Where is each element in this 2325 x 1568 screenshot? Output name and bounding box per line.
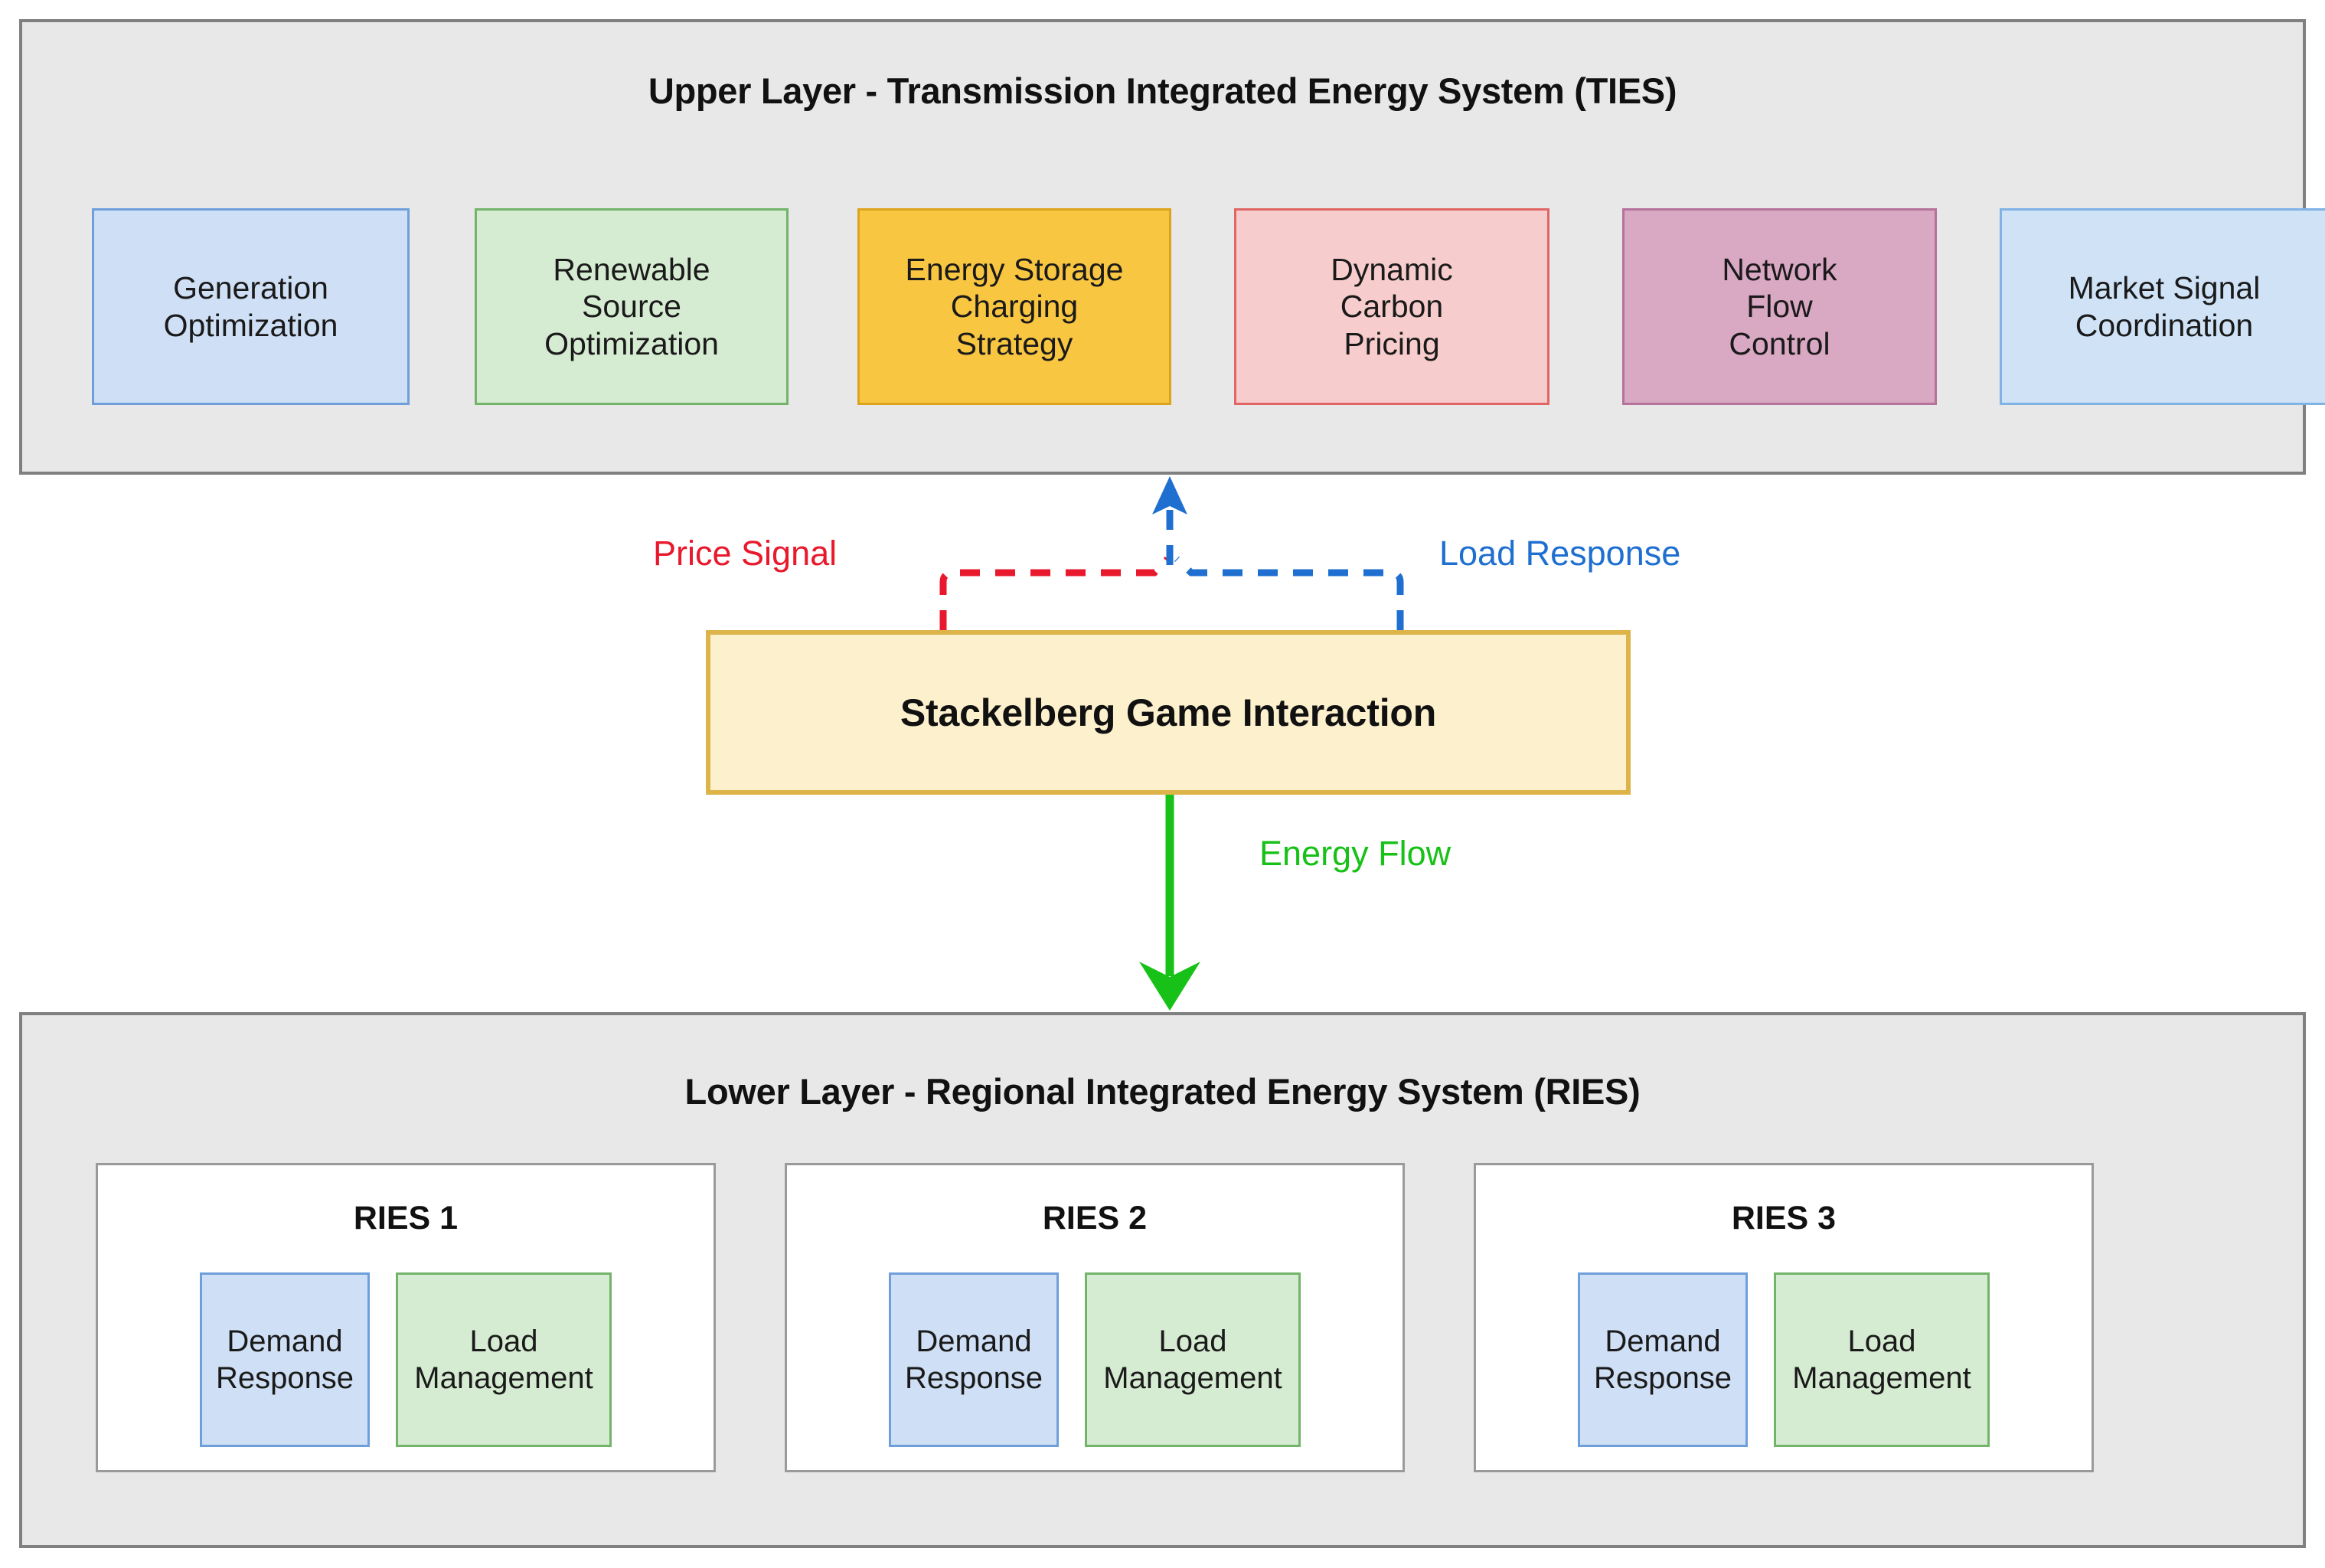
upward-arrowhead-icon <box>1152 476 1187 514</box>
energy-flow-label: Energy Flow <box>1259 834 1451 873</box>
upper-layer-title: Upper Layer - Transmission Integrated En… <box>648 70 1677 111</box>
ries-card-title: RIES 3 <box>1731 1200 1837 1236</box>
energy-flow-arrowhead-icon <box>1139 962 1200 1011</box>
stackelberg-game-interaction-box[interactable]: Stackelberg Game Interaction <box>706 630 1631 795</box>
stackelberg-label: Stackelberg Game Interaction <box>900 691 1437 734</box>
ries-card-title: RIES 2 <box>1042 1200 1148 1236</box>
ries-card-title: RIES 1 <box>353 1200 459 1236</box>
lower-layer-title: Lower Layer - Regional Integrated Energy… <box>684 1071 1641 1112</box>
price-signal-label: Price Signal <box>653 534 838 573</box>
load-response-dashed-line <box>1174 556 1404 630</box>
load-response-label: Load Response <box>1439 534 1681 573</box>
middle-interaction-section: Stackelberg Game Interaction <box>0 475 2325 1012</box>
price-signal-dashed-line <box>939 556 1171 630</box>
